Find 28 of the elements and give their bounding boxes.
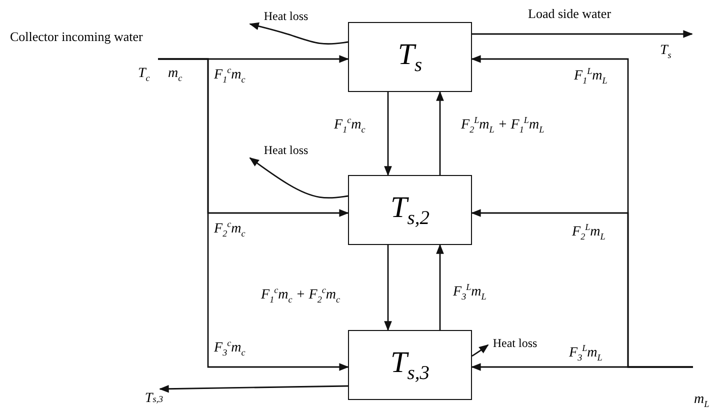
variable-label: m$_{c}$ bbox=[168, 66, 182, 83]
heat-loss-arrow bbox=[472, 344, 489, 357]
edge-label: F$_{1}$$^{L}$m$_{L}$ bbox=[573, 66, 608, 86]
flow-arrow bbox=[158, 58, 349, 371]
flow-arrow bbox=[159, 384, 348, 393]
heat-loss-label: Heat loss bbox=[246, 8, 326, 24]
flow-label: Collector incoming water bbox=[10, 30, 143, 44]
flow-arrow bbox=[436, 244, 444, 330]
edge-label: F$_{2}$$^{L}$m$_{L}$ bbox=[571, 222, 606, 242]
storage-tank-node: T$_{s,2}$ bbox=[348, 175, 472, 245]
variable-label: m$_{L}$ bbox=[694, 392, 710, 409]
heat-loss-label: Heat loss bbox=[488, 336, 542, 350]
heat-loss-arrow bbox=[249, 22, 348, 45]
variable-label: T$_{c}$ bbox=[138, 66, 150, 83]
flow-arrow bbox=[471, 363, 693, 371]
edge-label: F$_{3}$$^{L}$m$_{L}$ bbox=[568, 343, 604, 362]
flow-arrow bbox=[384, 245, 392, 331]
edge-label: F$_{2}$$^{L}$m$_{L}$ + F$_{1}$$^{L}$m$_{L}$ bbox=[460, 115, 546, 134]
heat-loss-arrow bbox=[249, 157, 348, 199]
edge-label: Load side water bbox=[527, 7, 612, 22]
edge-label: F$_{3}$$^{L}$m$_{L}$ bbox=[452, 282, 488, 302]
storage-tank-node: T$_{s,3}$ bbox=[348, 330, 472, 400]
flow-arrow bbox=[436, 91, 444, 175]
heat-loss-label: Heat loss bbox=[246, 142, 326, 158]
flow-arrow bbox=[384, 92, 392, 176]
variable-label: T$_{s}$ bbox=[660, 43, 672, 60]
storage-tank-node: T$_{s}$ bbox=[348, 22, 472, 92]
flow-arrow bbox=[472, 30, 693, 38]
